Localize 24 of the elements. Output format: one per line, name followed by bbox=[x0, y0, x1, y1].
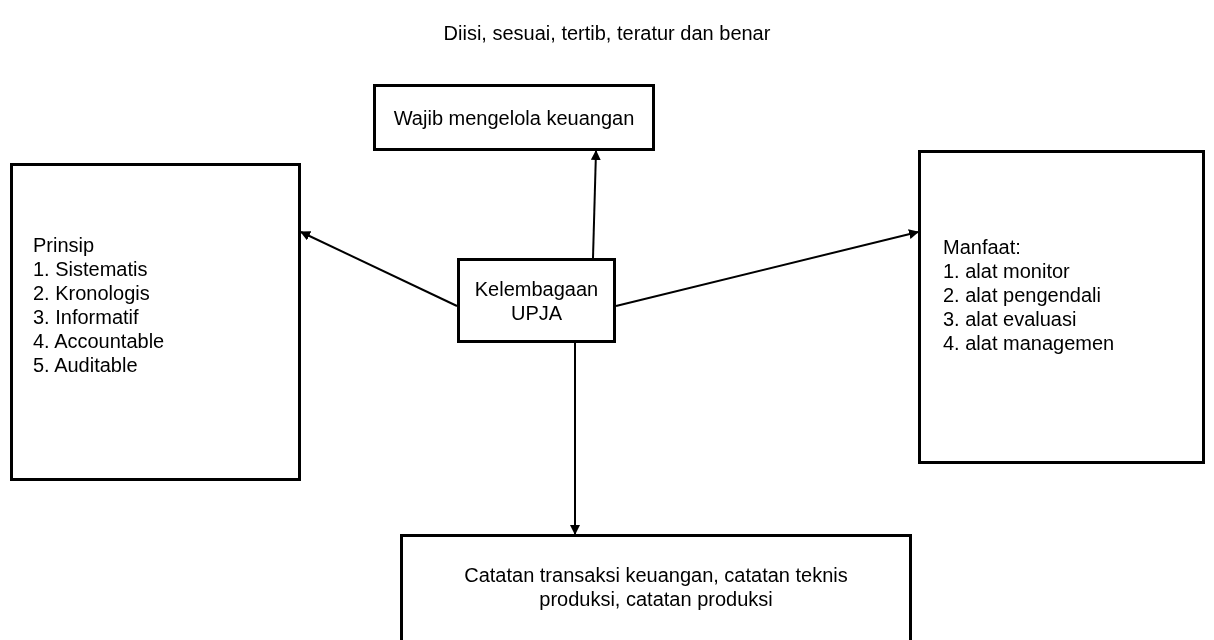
text-box bbox=[400, 534, 912, 640]
arrow bbox=[615, 229, 919, 307]
list-item: 1. alat monitor bbox=[943, 259, 1070, 283]
list-item: 4. alat managemen bbox=[943, 331, 1115, 355]
title: Diisi, sesuai, tertib, teratur dan benar bbox=[442, 22, 772, 45]
list-item: 3. alat evaluasi bbox=[943, 307, 1077, 331]
list-item: 3. Informatif bbox=[33, 305, 139, 329]
box-text: Catatan transaksi keuangan, catatan teknis produksi, catatan produksi bbox=[463, 563, 849, 611]
list-item: 2. alat pengendali bbox=[943, 283, 1101, 307]
list-item: 1. Sistematis bbox=[33, 257, 148, 281]
arrow bbox=[300, 231, 458, 307]
box-heading: Manfaat: bbox=[943, 235, 1021, 259]
arrow bbox=[570, 342, 580, 535]
box-text: Kelembagaan UPJA bbox=[473, 276, 600, 325]
box-text: Wajib mengelola keuangan bbox=[393, 105, 635, 130]
text-box bbox=[373, 84, 655, 151]
box-heading: Prinsip bbox=[33, 233, 95, 257]
list-box bbox=[10, 163, 301, 481]
arrow bbox=[590, 150, 601, 259]
list-box bbox=[918, 150, 1205, 464]
list-item: 5. Auditable bbox=[33, 353, 138, 377]
list-item: 4. Accountable bbox=[33, 329, 165, 353]
center-box bbox=[457, 258, 616, 343]
list-item: 2. Kronologis bbox=[33, 281, 150, 305]
